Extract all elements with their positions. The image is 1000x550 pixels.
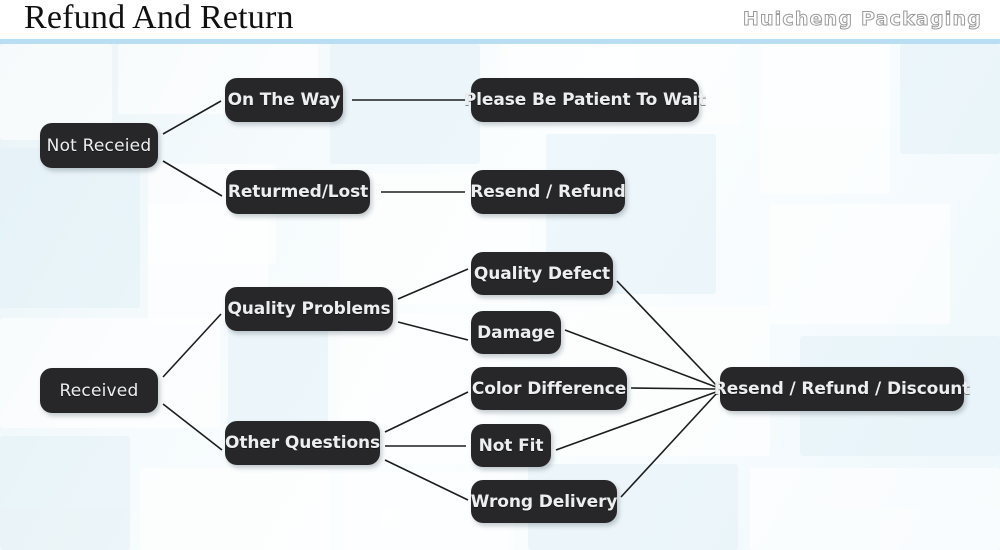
- connector-other-questions-to-color-difference: [384, 391, 469, 433]
- node-not-received[interactable]: Not Receied: [40, 123, 158, 168]
- node-damage[interactable]: Damage: [471, 311, 561, 354]
- node-resend-refund-discount[interactable]: Resend / Refund / Discount: [714, 367, 970, 411]
- connector-received-to-quality-problems: [162, 313, 222, 378]
- background-tile: [770, 204, 950, 324]
- background-tile: [140, 468, 330, 550]
- node-be-patient[interactable]: Please Be Patient To Wait: [464, 78, 706, 122]
- connector-not-received-to-returned-lost: [162, 160, 223, 197]
- node-on-the-way[interactable]: On The Way: [225, 78, 343, 122]
- connector-wrong-delivery-to-resend-refund-discount: [620, 393, 717, 498]
- background-tile: [760, 44, 890, 194]
- node-wrong-delivery[interactable]: Wrong Delivery: [471, 480, 617, 523]
- connector-layer: [162, 99, 717, 501]
- node-other-questions[interactable]: Other Questions: [225, 421, 380, 465]
- node-color-difference[interactable]: Color Difference: [471, 367, 627, 410]
- slide-header: Refund And Return Huicheng Packaging: [0, 0, 1000, 44]
- node-returned-lost[interactable]: Returmed/Lost: [226, 170, 370, 214]
- node-quality-problems[interactable]: Quality Problems: [225, 287, 393, 331]
- background-tile: [0, 148, 140, 308]
- connector-received-to-other-questions: [162, 403, 223, 451]
- node-quality-defect[interactable]: Quality Defect: [471, 252, 613, 295]
- connector-damage-to-resend-refund-discount: [564, 329, 717, 388]
- connector-not-fit-to-resend-refund-discount: [555, 391, 717, 451]
- connector-quality-problems-to-quality-defect: [397, 268, 469, 300]
- page-title: Refund And Return: [24, 0, 294, 36]
- background-tile: [330, 44, 480, 164]
- connector-other-questions-to-wrong-delivery: [384, 459, 469, 501]
- header-divider: [0, 39, 1000, 44]
- node-resend-refund[interactable]: Resend / Refund: [470, 170, 626, 214]
- node-received[interactable]: Received: [40, 368, 158, 413]
- background-tile: [0, 436, 130, 550]
- background-tile: [750, 468, 1000, 550]
- connector-quality-problems-to-damage: [397, 321, 469, 341]
- background-tile: [900, 44, 1000, 154]
- connector-quality-defect-to-resend-refund-discount: [616, 280, 717, 386]
- brand-label: Huicheng Packaging: [742, 8, 982, 31]
- connector-not-received-to-on-the-way: [162, 100, 222, 135]
- node-not-fit[interactable]: Not Fit: [471, 424, 551, 467]
- connector-color-difference-to-resend-refund-discount: [630, 387, 717, 390]
